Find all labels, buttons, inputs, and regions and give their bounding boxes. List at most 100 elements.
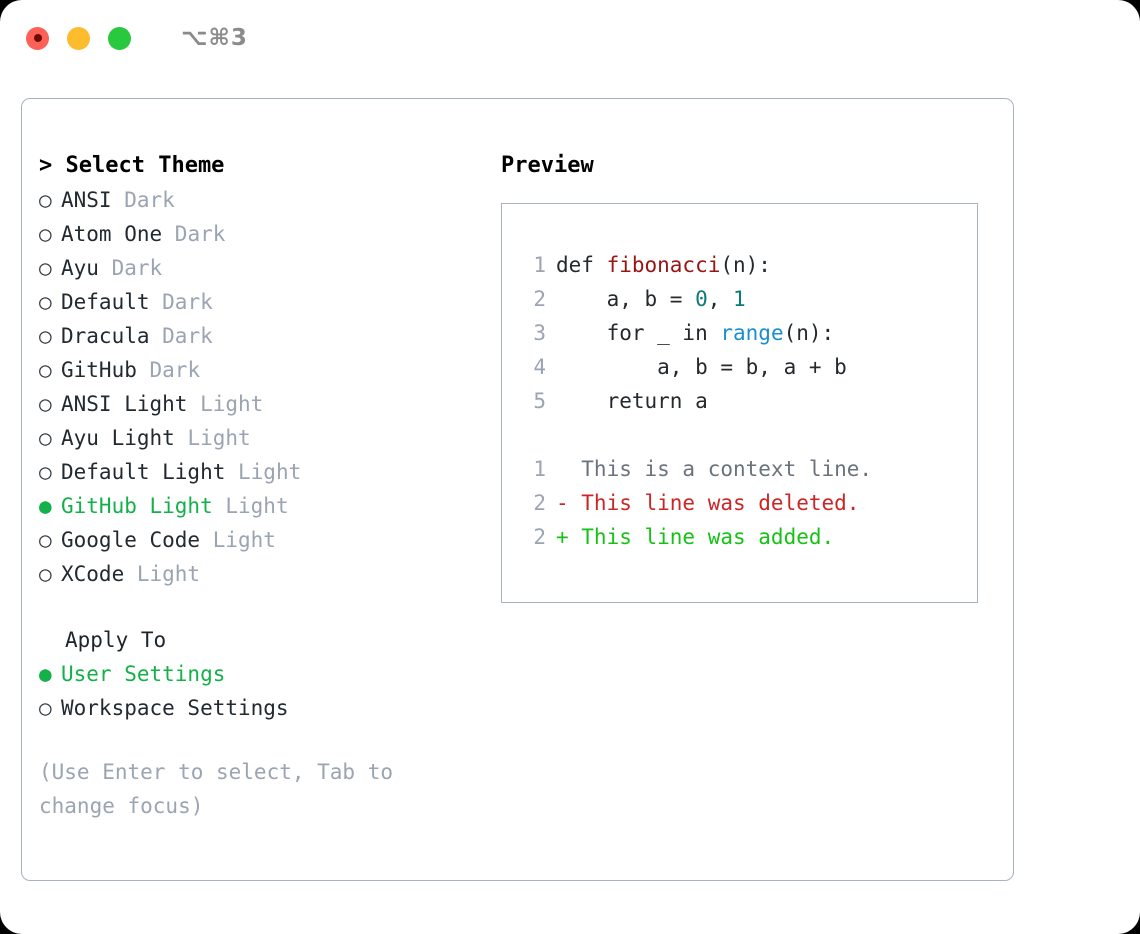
apply-to-list[interactable]: ● User Settings ○ Workspace Settings (39, 657, 489, 725)
theme-option-github[interactable]: ○GitHub Dark (39, 353, 489, 387)
radio-selected-icon: ● (39, 494, 52, 518)
minimize-button[interactable] (67, 26, 90, 50)
theme-option-google-code[interactable]: ○Google Code Light (39, 523, 489, 557)
radio-unselected-icon: ○ (39, 290, 52, 314)
spacer (520, 418, 977, 452)
title-bar: ⌥⌘3 (0, 0, 1140, 76)
line-number: 2 (533, 525, 546, 549)
radio-selected-icon: ● (39, 662, 52, 686)
radio-unselected-icon: ○ (39, 460, 52, 484)
radio-unselected-icon: ○ (39, 222, 52, 246)
maximize-button[interactable] (108, 26, 131, 50)
radio-unselected-icon: ○ (39, 392, 52, 416)
code-line: 2 a, b = 0, 1 (520, 282, 977, 316)
radio-unselected-icon: ○ (39, 426, 52, 450)
token-ctok: (n): (720, 253, 771, 277)
theme-option-kind: Dark (124, 188, 175, 212)
theme-option-kind: Dark (174, 222, 226, 246)
code-text: def fibonacci(n): (556, 248, 771, 282)
theme-option-ayu[interactable]: ○ Ayu Dark (39, 251, 489, 285)
apply-option-workspace-settings[interactable]: ○ Workspace Settings (39, 691, 489, 725)
theme-option-label: Atom One (61, 222, 175, 246)
code-line: 3 for _ in range(n): (520, 316, 977, 350)
code-text: a, b = b, a + b (556, 350, 847, 384)
theme-option-kind: Light (200, 392, 264, 416)
line-number: 2 (533, 287, 546, 311)
token-ctok: a, b = b, a + b (556, 355, 847, 379)
theme-option-default[interactable]: ○ Default Dark (39, 285, 489, 319)
theme-option-ayu-light[interactable]: ○Ayu Light Light (39, 421, 489, 455)
token-kw: for _ in (556, 321, 721, 345)
line-number: 1 (533, 253, 546, 277)
diff-text: This is a context line. (556, 457, 873, 481)
diff-sample: 1 This is a context line.2- This line wa… (520, 452, 977, 554)
token-ctok: (n): (783, 321, 835, 345)
apply-option-user-settings[interactable]: ● User Settings (39, 657, 489, 691)
theme-option-label: ANSI Light (61, 392, 201, 416)
line-number: 5 (533, 389, 546, 413)
code-line: 5 return a (520, 384, 977, 418)
radio-unselected-icon: ○ (39, 256, 52, 280)
apply-option-label: User Settings (61, 662, 226, 686)
theme-option-label: Google Code (61, 528, 213, 552)
apply-to-section: Apply To ●User Settings○Workspace Settin… (39, 623, 489, 725)
theme-option-label: XCode (61, 562, 137, 586)
theme-option-kind: Dark (111, 256, 163, 280)
code-line: 1 def fibonacci(n): (520, 248, 977, 282)
code-line: 4 a, b = b, a + b (520, 350, 977, 384)
theme-option-kind: Light (187, 426, 251, 450)
theme-option-xcode[interactable]: ○XCode Light (39, 557, 489, 591)
theme-list[interactable]: ○ ANSI Dark ○ Atom One Dark ○ Ayu Dark ○ Defaul… (39, 183, 489, 591)
theme-option-kind: Light (136, 562, 201, 586)
diff-line: 1 This is a context line. (520, 452, 977, 486)
theme-option-label: GitHub Light (61, 494, 226, 518)
radio-unselected-icon: ○ (39, 188, 52, 212)
window-controls (26, 26, 131, 50)
theme-option-dracula[interactable]: ○Dracula Dark (39, 319, 489, 353)
line-number: 1 (533, 457, 546, 481)
theme-option-label: Default (61, 290, 163, 314)
theme-option-kind: Dark (149, 358, 201, 382)
radio-unselected-icon: ○ (39, 696, 52, 720)
recording-dot-icon (33, 34, 42, 42)
theme-option-ansi-light[interactable]: ○ ANSI Light Light (39, 387, 489, 421)
theme-option-kind: Light (238, 460, 302, 484)
token-fn: fibonacci (606, 253, 721, 277)
close-button[interactable] (26, 26, 49, 50)
radio-unselected-icon: ○ (39, 324, 52, 348)
theme-option-kind: Dark (162, 290, 213, 314)
theme-option-github-light[interactable]: ● GitHub Light Light (39, 489, 489, 523)
theme-selector-column: > Select Theme ○ANSI Dark○Atom One Dark○… (39, 149, 489, 823)
theme-option-label: GitHub (61, 358, 150, 382)
theme-option-label: Ayu (61, 256, 112, 280)
keyboard-hint: (Use Enter to select, Tab to change focu… (39, 760, 394, 818)
theme-option-label: Default Light (61, 460, 239, 484)
theme-option-label: Dracula (61, 324, 163, 348)
theme-option-ansi[interactable]: ○ ANSI Dark (39, 183, 489, 217)
code-text: return a (556, 384, 708, 418)
main-panel: > Select Theme ○ANSI Dark○Atom One Dark○… (21, 98, 1014, 881)
code-text: a, b = 0, 1 (556, 282, 746, 316)
token-builtin: range (720, 321, 784, 345)
diff-text: + This line was added. (556, 525, 835, 549)
theme-option-label: ANSI (61, 188, 125, 212)
line-number: 2 (533, 491, 546, 515)
preview-heading: Preview (501, 153, 594, 178)
token-ctok: a, b = (556, 287, 696, 311)
theme-option-default-light[interactable]: ○ Default Light Light (39, 455, 489, 489)
token-kw: def (556, 253, 607, 277)
token-num: 1 (733, 287, 746, 311)
diff-line: 2 + This line was added. (520, 520, 977, 554)
theme-option-atom-one[interactable]: ○ Atom One Dark (39, 217, 489, 251)
token-num: 0 (695, 287, 708, 311)
apply-option-label: Workspace Settings (61, 696, 289, 720)
line-number: 3 (533, 321, 546, 345)
theme-option-kind: Light (212, 528, 276, 552)
theme-option-kind: Light (225, 494, 289, 518)
code-text: for _ in range(n): (556, 316, 835, 350)
window-title: ⌥⌘3 (181, 25, 248, 51)
